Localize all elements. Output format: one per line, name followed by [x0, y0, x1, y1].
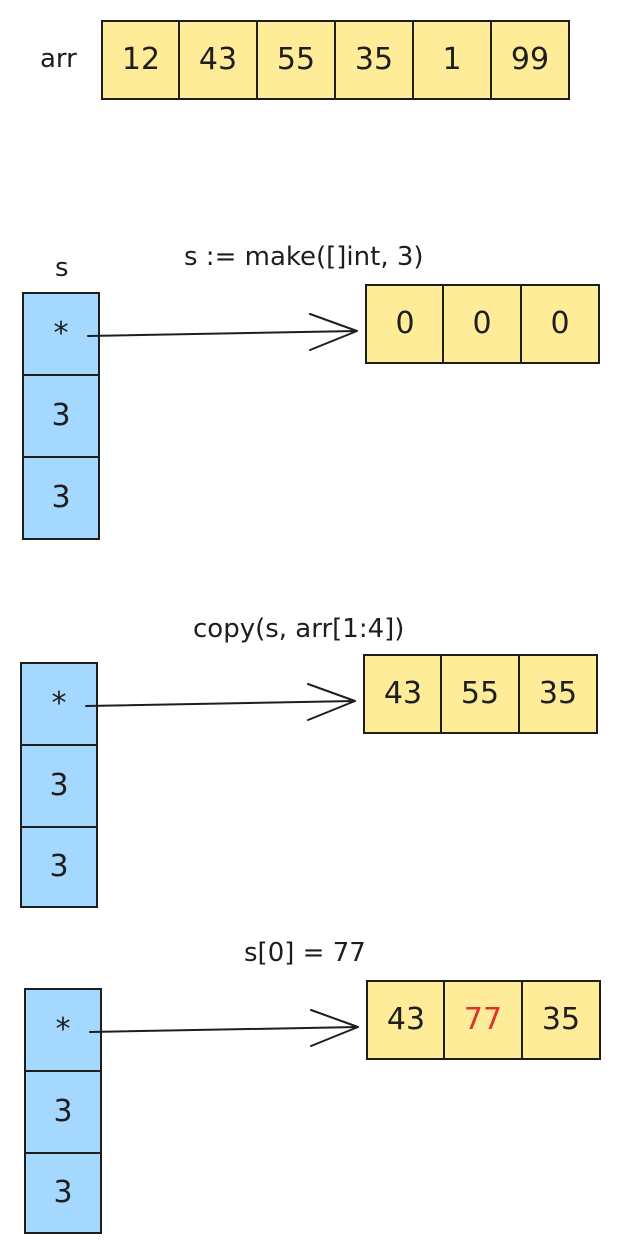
step1-backing-2: 0 — [520, 284, 600, 364]
arr-cell-4: 1 — [412, 20, 492, 100]
step3-header-cap: 3 — [24, 1152, 102, 1234]
step2-backing-0: 43 — [363, 654, 443, 734]
step1-header-ptr: * — [22, 292, 100, 376]
step2-header-len: 3 — [20, 744, 98, 828]
step3-header-ptr: * — [24, 988, 102, 1072]
step2-backing-1: 55 — [440, 654, 520, 734]
step1-caption: s := make([]int, 3) — [184, 242, 424, 272]
step1-pointer-arrow — [87, 313, 358, 351]
step2-caption: copy(s, arr[1:4]) — [193, 614, 405, 644]
arr-cell-5: 99 — [490, 20, 570, 100]
step3-backing-2: 35 — [521, 980, 601, 1060]
arr-cell-3: 35 — [334, 20, 414, 100]
step2-header-cap: 3 — [20, 826, 98, 908]
arr-cell-0: 12 — [101, 20, 181, 100]
step1-backing-0: 0 — [365, 284, 445, 364]
step3-backing-0: 43 — [366, 980, 446, 1060]
arr-cell-1: 43 — [178, 20, 258, 100]
arr-label: arr — [40, 44, 77, 74]
step2-backing-2: 35 — [518, 654, 598, 734]
step2-pointer-arrow — [85, 683, 356, 721]
step1-header-len: 3 — [22, 374, 100, 458]
step2-header-ptr: * — [20, 662, 98, 746]
step3-caption: s[0] = 77 — [244, 938, 366, 968]
step3-header-len: 3 — [24, 1070, 102, 1154]
step3-backing-1: 77 — [443, 980, 523, 1060]
step1-backing-1: 0 — [442, 284, 522, 364]
s-label: s — [55, 253, 69, 283]
step1-header-cap: 3 — [22, 456, 100, 540]
step3-pointer-arrow — [89, 1009, 359, 1047]
arr-cell-2: 55 — [256, 20, 336, 100]
